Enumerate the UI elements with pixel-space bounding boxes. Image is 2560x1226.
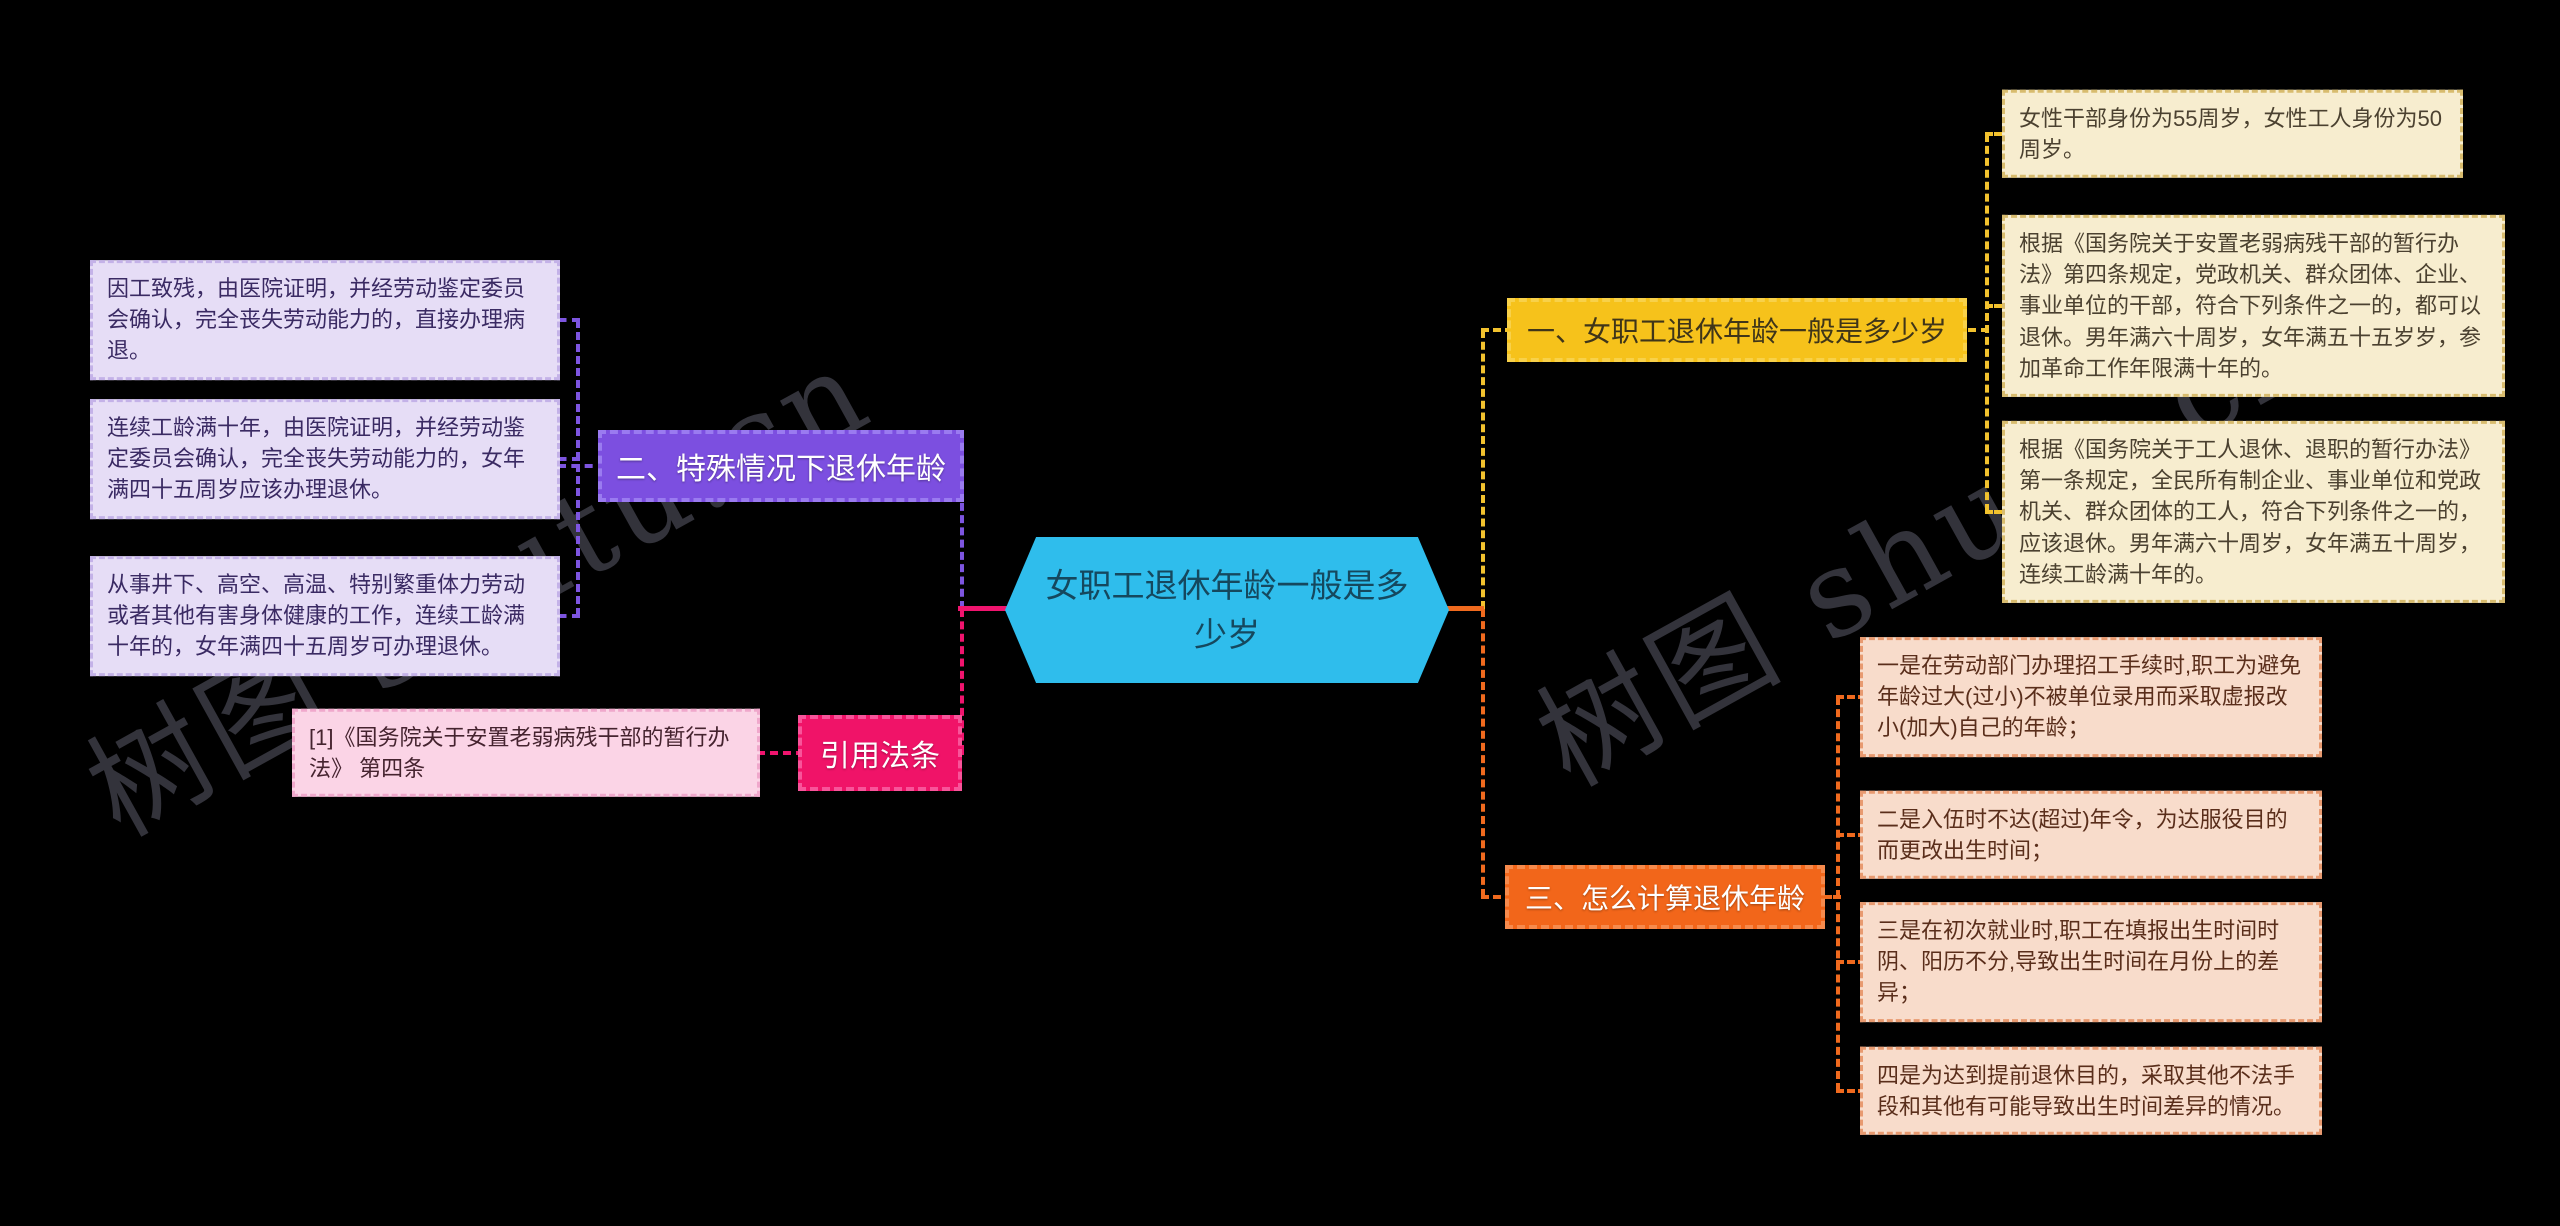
leaf-calc-1[interactable]: 一是在劳动部门办理招工手续时,职工为避免年龄过大(过小)不被单位录用而采取虚报改…	[1860, 637, 2322, 757]
branch-node-general[interactable]: 一、女职工退休年龄一般是多少岁	[1507, 298, 1968, 362]
connector	[1985, 134, 1989, 512]
connector	[545, 318, 580, 322]
leaf-general-3[interactable]: 根据《国务院关于工人退休、退职的暂行办法》第一条规定，全民所有制企业、事业单位和…	[2002, 420, 2505, 604]
leaf-general-1[interactable]: 女性干部身份为55周岁，女性工人身份为50周岁。	[2002, 89, 2463, 179]
leaf-special-2[interactable]: 连续工龄满十年，由医院证明，并经劳动鉴定委员会确认，完全丧失劳动能力的，女年满四…	[90, 399, 560, 519]
connector	[1815, 895, 1841, 899]
connector	[1481, 609, 1485, 897]
connector	[1985, 132, 2011, 136]
connector	[1481, 330, 1485, 609]
connector	[1836, 697, 1840, 1091]
connector	[744, 751, 804, 755]
connector	[1985, 304, 2011, 308]
leaf-general-2[interactable]: 根据《国务院关于安置老弱病残干部的暂行办法》第四条规定，党政机关、群众团体、企业…	[2002, 214, 2505, 398]
connector	[1481, 328, 1513, 332]
connector	[1985, 510, 2011, 514]
leaf-special-3[interactable]: 从事井下、高空、高温、特别繁重体力劳动或者其他有害身体健康的工作，连续工龄满十年…	[90, 556, 560, 676]
branch-node-calc[interactable]: 三、怎么计算退休年龄	[1505, 865, 1826, 929]
branch-node-law[interactable]: 引用法条	[798, 715, 962, 791]
connector	[1836, 695, 1866, 699]
connector	[558, 464, 606, 468]
branch-node-special[interactable]: 二、特殊情况下退休年龄	[598, 430, 964, 502]
root-node[interactable]: 女职工退休年龄一般是多少岁	[1005, 537, 1449, 683]
connector	[960, 466, 964, 609]
leaf-calc-4[interactable]: 四是为达到提前退休目的，采取其他不法手段和其他有可能导致出生时间差异的情况。	[1860, 1046, 2322, 1136]
connector	[545, 457, 580, 461]
connector	[1955, 328, 1989, 332]
leaf-law-1[interactable]: [1]《国务院关于安置老弱病残干部的暂行办法》 第四条	[292, 708, 760, 798]
root-node-label: 女职工退休年龄一般是多少岁	[1045, 566, 1409, 654]
leaf-calc-3[interactable]: 三是在初次就业时,职工在填报出生时间时阴、阳历不分,导致出生时间在月份上的差异；	[1860, 902, 2322, 1022]
leaf-special-1[interactable]: 因工致残，由医院证明，并经劳动鉴定委员会确认，完全丧失劳动能力的，直接办理病退。	[90, 260, 560, 380]
connector	[958, 606, 1010, 611]
connector	[545, 614, 580, 618]
connector	[1836, 960, 1866, 964]
connector	[576, 320, 580, 616]
connector	[1481, 895, 1513, 899]
connector	[1836, 1089, 1866, 1093]
connector	[1836, 833, 1866, 837]
connector	[1444, 606, 1484, 611]
connector	[960, 609, 964, 753]
leaf-calc-2[interactable]: 二是入伍时不达(超过)年令，为达服役目的而更改出生时间；	[1860, 790, 2322, 880]
